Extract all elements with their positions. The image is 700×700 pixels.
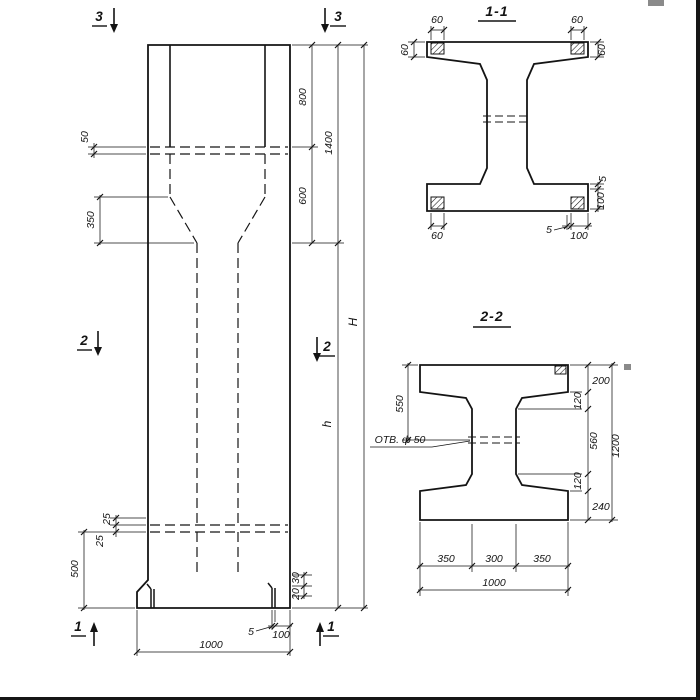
s1-dim-60-bottom: 60 — [431, 230, 443, 242]
dim-600-label: 600 — [297, 187, 309, 205]
s2-dim-350-right: 350 — [533, 553, 551, 565]
section-2-2-hole-hidden-lines — [468, 436, 520, 444]
section-2-label-left: 2 — [79, 333, 88, 348]
section-2-label-right: 2 — [322, 339, 331, 354]
elevation-dimension-ticks — [80, 41, 368, 656]
dim-100-base-label: 100 — [272, 629, 290, 641]
dim-350-label: 350 — [85, 211, 97, 229]
section-2-2-title: 2-2 — [479, 308, 503, 324]
column-outline — [136, 44, 291, 609]
section-1-1-view: 1-1 60 60 60 60 60 5 100 5 100 — [399, 3, 609, 242]
elevation-dimension-lines — [83, 45, 365, 653]
dim-h-label: h — [320, 420, 334, 427]
s2-dim-300: 300 — [485, 553, 503, 565]
s1-dim-100-bottom: 100 — [570, 230, 588, 242]
s2-dim-120-upper: 120 — [572, 392, 584, 410]
s1-dim-60-top-right: 60 — [571, 14, 583, 26]
section-1-arrowhead-right — [316, 622, 324, 632]
dim-500-label: 500 — [69, 560, 81, 578]
section-3-label-left: 3 — [95, 9, 103, 24]
embedded-plate-bottom-right — [570, 196, 585, 210]
column-base-plates — [146, 582, 276, 608]
section-1-label-right: 1 — [327, 619, 335, 634]
s2-dim-1000: 1000 — [482, 577, 506, 589]
column-top-recess-lines — [169, 45, 266, 147]
s2-dim-200-top: 200 — [591, 375, 610, 387]
s1-dim-60-top-left: 60 — [431, 14, 443, 26]
s2-dim-350-left: 350 — [437, 553, 455, 565]
dim-800-label: 800 — [297, 88, 309, 106]
dim-5-base-label: 5 — [248, 626, 254, 638]
section-3-arrowhead-right — [321, 24, 329, 33]
section-1-1-outline — [426, 41, 589, 212]
section-1-arrowhead-left — [90, 622, 98, 632]
s2-dim-120-lower: 120 — [572, 472, 584, 490]
section-1-label-left: 1 — [74, 619, 82, 634]
dim-50-label: 50 — [79, 131, 91, 143]
s1-dim-5-bottom: 5 — [546, 224, 552, 236]
section-2-2-view: 2-2 550 ОТВ. ф 50 200 120 560 1200 120 2… — [370, 308, 622, 596]
s2-hole-label: ОТВ. ф 50 — [375, 434, 426, 446]
s2-dim-240-bottom: 240 — [591, 501, 610, 513]
dim-H-label: H — [346, 317, 360, 326]
s2-dim-550: 550 — [394, 395, 406, 413]
s2-dim-1200: 1200 — [610, 434, 622, 458]
section-markers: 3 3 2 2 1 1 — [71, 8, 346, 646]
section-2-2-extension-lines — [402, 364, 618, 596]
section-2-arrowhead-left — [94, 347, 102, 356]
section-3-label-right: 3 — [334, 9, 342, 24]
scan-edge-bottom — [0, 697, 700, 700]
column-hidden-lines — [150, 146, 288, 572]
embedded-plate-top-right — [570, 42, 585, 55]
section-1-1-title: 1-1 — [485, 3, 508, 19]
scan-smudge-top — [648, 0, 664, 6]
scan-smudge-mid — [624, 364, 631, 370]
s1-dim-60-right: 60 — [596, 44, 608, 56]
elevation-view: 3 3 2 2 1 1 50 350 — [69, 8, 368, 656]
scan-edge-right — [696, 0, 700, 700]
dim-1000-label: 1000 — [199, 639, 223, 651]
embedded-plate-top-left — [430, 42, 445, 55]
section-2-2-outline — [419, 364, 569, 521]
dim-1400-label: 1400 — [323, 131, 335, 155]
s2-dim-560: 560 — [588, 432, 600, 450]
section-1-1-hidden-lines — [483, 115, 531, 123]
section-3-arrowhead-left — [110, 24, 118, 33]
section-2-2-dimension-lines — [370, 363, 613, 591]
section-1-1-dimension-lines — [413, 29, 599, 231]
embedded-plate-2-2-top-right — [554, 365, 567, 375]
embedded-plate-bottom-left — [430, 196, 445, 210]
section-1-1-extension-lines — [408, 26, 604, 230]
s1-dim-60-left: 60 — [399, 44, 411, 56]
dim-30-label: 30 — [290, 572, 302, 584]
section-2-arrowhead-right — [313, 353, 321, 362]
s1-dim-5-right: 5 — [597, 176, 609, 182]
dim-20-label: 20 — [290, 588, 302, 601]
dim-25-lower-label: 25 — [94, 535, 106, 548]
dim-25-upper-label: 25 — [101, 513, 113, 526]
section-1-1-dimension-ticks — [410, 26, 602, 230]
s1-dim-100-right: 100 — [595, 192, 607, 210]
elevation-extension-lines — [78, 44, 368, 656]
section-2-2-dimension-ticks — [404, 361, 616, 594]
